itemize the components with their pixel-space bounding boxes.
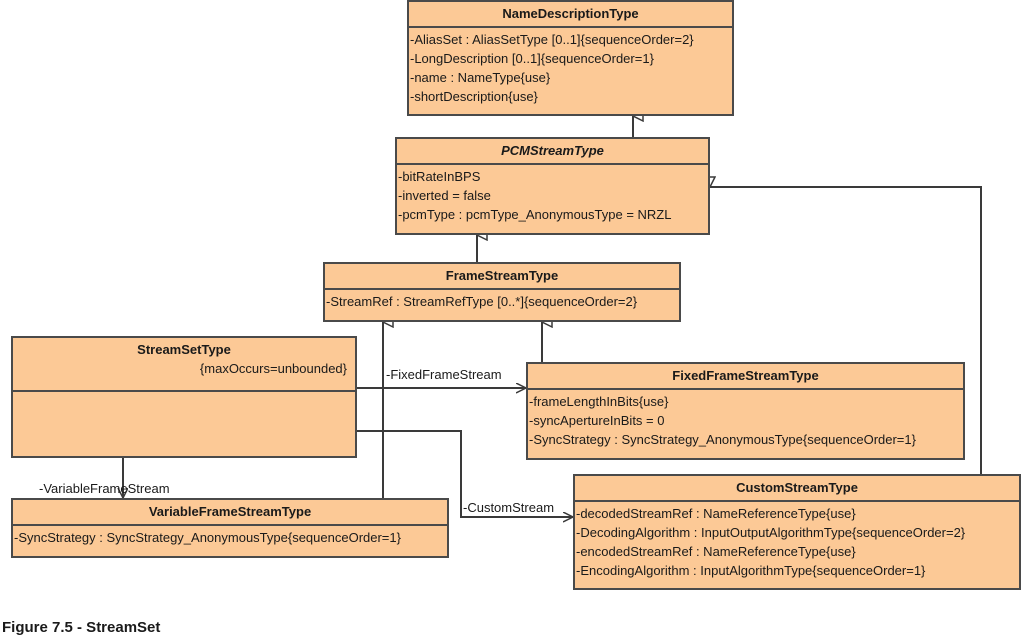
class-name: VariableFrameStreamType	[13, 500, 447, 526]
attribute-encoding-algorithm: -EncodingAlgorithm : InputAlgorithmType{…	[576, 563, 926, 578]
class-name: NameDescriptionType	[409, 2, 732, 28]
attribute-frame-length: -frameLengthInBits{use}	[529, 394, 669, 409]
class-fixed-frame-stream-type: FixedFrameStreamType -frameLengthInBits{…	[526, 362, 965, 460]
attribute-sync-strategy: -SyncStrategy : SyncStrategy_AnonymousTy…	[14, 530, 401, 545]
attribute-decoding-algorithm: -DecodingAlgorithm : InputOutputAlgorith…	[576, 525, 966, 540]
attribute-inverted: -inverted = false	[398, 188, 491, 203]
generalization-custom-to-pcm	[710, 187, 982, 474]
class-custom-stream-type: CustomStreamType -decodedStreamRef : Nam…	[573, 474, 1021, 590]
class-variable-frame-stream-type: VariableFrameStreamType -SyncStrategy : …	[11, 498, 449, 558]
class-name: FixedFrameStreamType	[528, 364, 963, 390]
class-name-description-type: NameDescriptionType -AliasSet : AliasSet…	[407, 0, 734, 116]
class-name: PCMStreamType	[397, 139, 708, 165]
figure-caption: Figure 7.5 - StreamSet	[2, 619, 161, 636]
attribute-name: -name : NameType{use}	[410, 70, 551, 85]
attribute-sync-strategy: -SyncStrategy : SyncStrategy_AnonymousTy…	[529, 432, 916, 447]
association-custom	[357, 430, 573, 517]
class-stream-set-type: StreamSetType {maxOccurs=unbounded}	[11, 336, 357, 458]
attribute-encoded-stream-ref: -encodedStreamRef : NameReferenceType{us…	[576, 544, 856, 559]
class-pcm-stream-type: PCMStreamType -bitRateInBPS -inverted = …	[395, 137, 710, 235]
attribute-sync-aperture: -syncApertureInBits = 0	[529, 413, 665, 428]
attribute-long-description: -LongDescription [0..1]{sequenceOrder=1}	[410, 51, 654, 66]
class-name: CustomStreamType	[575, 476, 1019, 502]
class-divider	[13, 380, 355, 392]
association-label-custom: -CustomStream	[463, 500, 555, 515]
association-label-variable: -VariableFrameStream	[39, 481, 170, 496]
class-constraint: {maxOccurs=unbounded}	[199, 361, 347, 376]
attribute-decoded-stream-ref: -decodedStreamRef : NameReferenceType{us…	[576, 506, 856, 521]
attribute-stream-ref: -StreamRef : StreamRefType [0..*]{sequen…	[326, 294, 638, 309]
class-frame-stream-type: FrameStreamType -StreamRef : StreamRefTy…	[323, 262, 681, 322]
association-label-fixed: -FixedFrameStream	[386, 367, 502, 382]
attribute-short-description: -shortDescription{use}	[410, 89, 538, 104]
attribute-alias-set: -AliasSet : AliasSetType [0..1]{sequence…	[410, 32, 694, 47]
attribute-pcm-type: -pcmType : pcmType_AnonymousType = NRZL	[398, 207, 672, 222]
class-name: StreamSetType	[137, 342, 231, 357]
class-name: FrameStreamType	[325, 264, 679, 290]
attribute-bit-rate: -bitRateInBPS	[398, 169, 481, 184]
